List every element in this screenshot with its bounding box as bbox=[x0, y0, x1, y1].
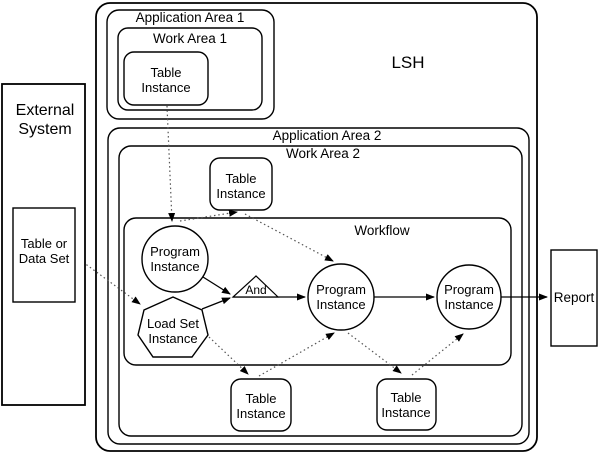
edge-tablebl-to-program2 bbox=[258, 332, 335, 377]
table-instance-bottom-left-label-line2: Instance bbox=[236, 406, 285, 421]
program-instance-1 bbox=[141, 225, 209, 293]
load-set-instance-label-line1: Load Set bbox=[147, 316, 199, 331]
program-instance-1-label-line2: Instance bbox=[150, 259, 199, 274]
program-instance-3-label-line1: Program bbox=[444, 282, 494, 297]
work-area-2-label: Work Area 2 bbox=[286, 146, 360, 161]
program-instance-3-label-line2: Instance bbox=[444, 297, 493, 312]
edge-loadset-to-and bbox=[201, 297, 231, 310]
table-instance-wa1-label-line2: Instance bbox=[141, 80, 190, 95]
application-area-2-label: Application Area 2 bbox=[273, 128, 382, 143]
external-system-label-line2: System bbox=[18, 121, 71, 138]
edge-program1-to-wa2table bbox=[179, 209, 238, 222]
table-instance-bottom-left-label-line1: Table bbox=[245, 391, 276, 406]
table-instance-bottom-left bbox=[230, 378, 292, 432]
edge-dataset-to-loadset bbox=[75, 256, 141, 305]
lsh-label: LSH bbox=[391, 53, 424, 72]
external-system-label-line1: External bbox=[16, 102, 75, 119]
table-instance-wa2-top bbox=[209, 157, 273, 211]
load-set-instance bbox=[137, 296, 209, 358]
table-or-dataset-label-line2: Data Set bbox=[19, 251, 70, 266]
table-or-dataset bbox=[12, 207, 76, 303]
edge-loadset-to-tablebl bbox=[208, 336, 249, 375]
program-instance-2-label-line1: Program bbox=[316, 282, 366, 297]
edge-wa2table-to-program2 bbox=[244, 213, 334, 262]
program-instance-2-label-line2: Instance bbox=[316, 297, 365, 312]
table-instance-bottom-right bbox=[376, 378, 437, 431]
work-area-1-label: Work Area 1 bbox=[153, 31, 227, 46]
program-instance-1-label-line1: Program bbox=[150, 244, 200, 259]
and-junction bbox=[231, 275, 280, 298]
table-instance-wa2-top-label-line1: Table bbox=[225, 171, 256, 186]
and-junction-label: And bbox=[245, 283, 266, 297]
table-instance-wa1-label-line1: Table bbox=[150, 65, 181, 80]
table-instance-wa2-top-label-line2: Instance bbox=[216, 186, 265, 201]
program-instance-3 bbox=[436, 264, 502, 330]
table-instance-wa1 bbox=[123, 51, 209, 106]
program-instance-2 bbox=[307, 263, 375, 331]
load-set-instance-label-line2: Instance bbox=[148, 331, 197, 346]
table-instance-bottom-right-label-line2: Instance bbox=[381, 405, 430, 420]
edge-wa1table-to-program1 bbox=[166, 105, 176, 222]
table-or-dataset-label-line1: Table or bbox=[21, 236, 68, 251]
report bbox=[550, 249, 598, 347]
edge-program1-to-and bbox=[202, 276, 231, 295]
application-area-1-label: Application Area 1 bbox=[136, 10, 245, 25]
workflow-label: Workflow bbox=[354, 223, 410, 238]
table-instance-bottom-right-label-line1: Table bbox=[390, 390, 421, 405]
report-label: Report bbox=[554, 290, 595, 305]
